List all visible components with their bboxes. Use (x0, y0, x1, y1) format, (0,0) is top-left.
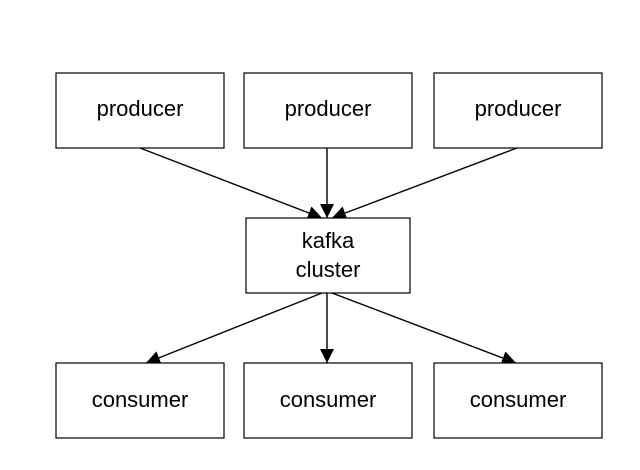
edge-producer-1-to-cluster (139, 147, 323, 220)
consumer-box-1 (55, 362, 225, 439)
edge-cluster-to-consumer-3 (331, 292, 517, 365)
consumer-label-3: consumer (470, 387, 567, 412)
producer-row: producer producer producer (55, 72, 603, 149)
producer-node-2: producer (243, 72, 413, 149)
edge-producer-3-to-cluster (331, 147, 518, 220)
edges (139, 147, 518, 365)
consumer-label-2: consumer (280, 387, 377, 412)
producer-label-3: producer (475, 96, 562, 121)
kafka-cluster-node: kafka cluster (245, 217, 411, 294)
producer-box-1 (55, 72, 225, 149)
consumer-box-2 (243, 362, 413, 439)
consumer-label-1: consumer (92, 387, 189, 412)
consumer-node-3: consumer (433, 362, 603, 439)
kafka-cluster-label-line1: kafka (302, 228, 355, 253)
edge-cluster-to-consumer-1 (145, 292, 323, 365)
producer-node-3: producer (433, 72, 603, 149)
producer-box-3 (433, 72, 603, 149)
kafka-cluster-box (245, 217, 411, 294)
kafka-cluster-label-line2: cluster (296, 257, 361, 282)
consumer-row: consumer consumer consumer (55, 362, 603, 439)
producer-label-2: producer (285, 96, 372, 121)
producer-box-2 (243, 72, 413, 149)
consumer-box-3 (433, 362, 603, 439)
consumer-node-1: consumer (55, 362, 225, 439)
producer-label-1: producer (97, 96, 184, 121)
producer-node-1: producer (55, 72, 225, 149)
consumer-node-2: consumer (243, 362, 413, 439)
